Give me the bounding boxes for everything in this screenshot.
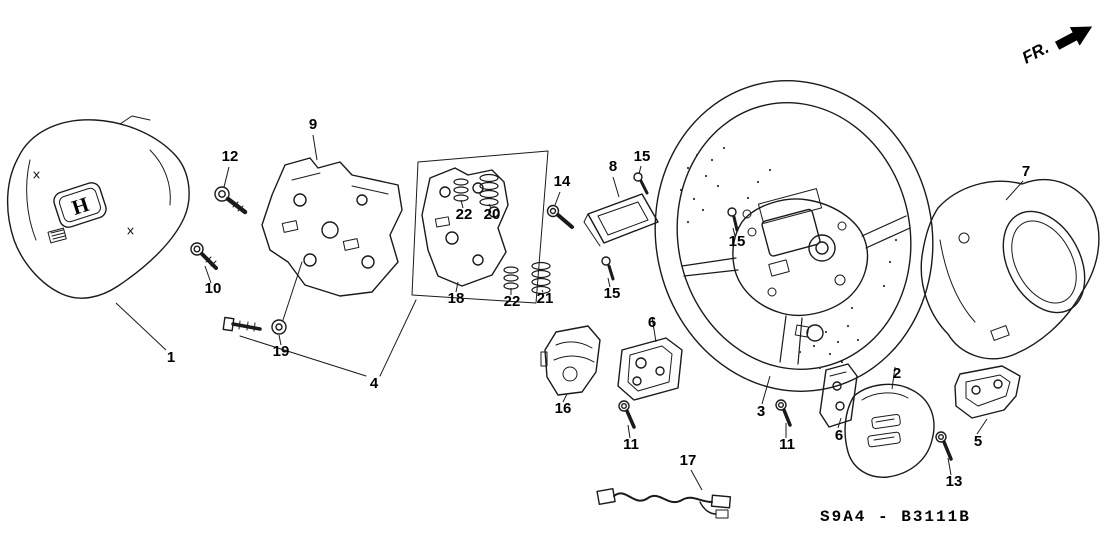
part-6-plate-b — [819, 363, 858, 428]
part-label-15-a: 15 — [634, 148, 651, 165]
part-label-12: 12 — [222, 148, 239, 165]
part-22-spring-b — [503, 266, 519, 290]
part-label-15-c: 15 — [604, 285, 621, 302]
part-label-8: 8 — [609, 158, 617, 175]
part-1-airbag-pad: H — [6, 115, 190, 299]
part-label-22-b: 22 — [504, 293, 521, 310]
part-label-14: 14 — [554, 173, 571, 190]
part-label-4: 4 — [370, 375, 379, 392]
leader-lines — [115, 134, 1024, 491]
honda-logo: H — [69, 192, 92, 220]
part-label-13: 13 — [946, 473, 963, 490]
wheel-texture-dots — [679, 146, 898, 370]
part-6-plate-a — [617, 337, 683, 401]
part-label-7: 7 — [1022, 163, 1030, 180]
part-7-column-cover — [920, 179, 1100, 360]
srs-badge-icon — [47, 227, 67, 244]
part-label-17: 17 — [680, 452, 697, 469]
part-label-11-a: 11 — [623, 436, 639, 453]
part-15-screw-c — [601, 256, 615, 281]
part-15-screw-b — [727, 207, 739, 232]
part-11-screw-a — [618, 400, 636, 429]
part-9-bracket — [261, 157, 403, 297]
fr-direction-arrow-icon — [1054, 26, 1093, 50]
part-3-steering-wheel — [654, 80, 934, 392]
part-17-wire-harness — [596, 488, 732, 519]
part-label-10: 10 — [205, 280, 222, 297]
part-13-screw — [935, 431, 953, 461]
honda-logo-badge: H — [53, 182, 107, 228]
part-label-1: 1 — [167, 349, 175, 366]
part-label-16: 16 — [555, 400, 572, 417]
part-label-19: 19 — [273, 343, 290, 360]
part-5-bracket — [954, 365, 1021, 419]
part-4-assembly-outline — [239, 150, 549, 377]
part-label-18: 18 — [448, 290, 465, 307]
part-22-spring-a — [453, 178, 469, 202]
part-label-15-b: 15 — [729, 233, 746, 250]
part-8-plate — [583, 193, 659, 247]
part-11-screw-b — [775, 399, 792, 427]
part-label-21: 21 — [537, 290, 554, 307]
part-label-20: 20 — [484, 206, 501, 223]
part-label-2: 2 — [893, 365, 901, 382]
part-labels: 1 2 3 4 5 6 6 7 8 9 10 11 11 12 13 14 15… — [167, 116, 1030, 490]
part-18-bracket — [421, 167, 509, 287]
part-12-bolt — [214, 186, 248, 215]
part-label-11-b: 11 — [779, 436, 795, 453]
part-14-screw — [546, 204, 574, 229]
part-label-22-a: 22 — [456, 206, 473, 223]
part-15-screw-a — [633, 172, 649, 195]
part-label-6-b: 6 — [835, 427, 843, 444]
part-label-5: 5 — [974, 433, 982, 450]
part-label-6-a: 6 — [648, 314, 656, 331]
part-19-bolt — [222, 316, 287, 335]
part-21-spring — [531, 261, 551, 295]
part-16-switch-housing — [540, 325, 601, 396]
part-10-screw — [190, 242, 218, 270]
part-20-spring — [479, 173, 499, 207]
part-label-9: 9 — [309, 116, 317, 133]
diagram-code: S9A4 - B3111B — [820, 508, 971, 526]
fr-direction-label: FR. — [1019, 38, 1052, 68]
fr-direction-indicator: FR. — [1019, 26, 1093, 68]
part-label-3: 3 — [757, 403, 765, 420]
part-2-switch-pod — [844, 383, 935, 478]
